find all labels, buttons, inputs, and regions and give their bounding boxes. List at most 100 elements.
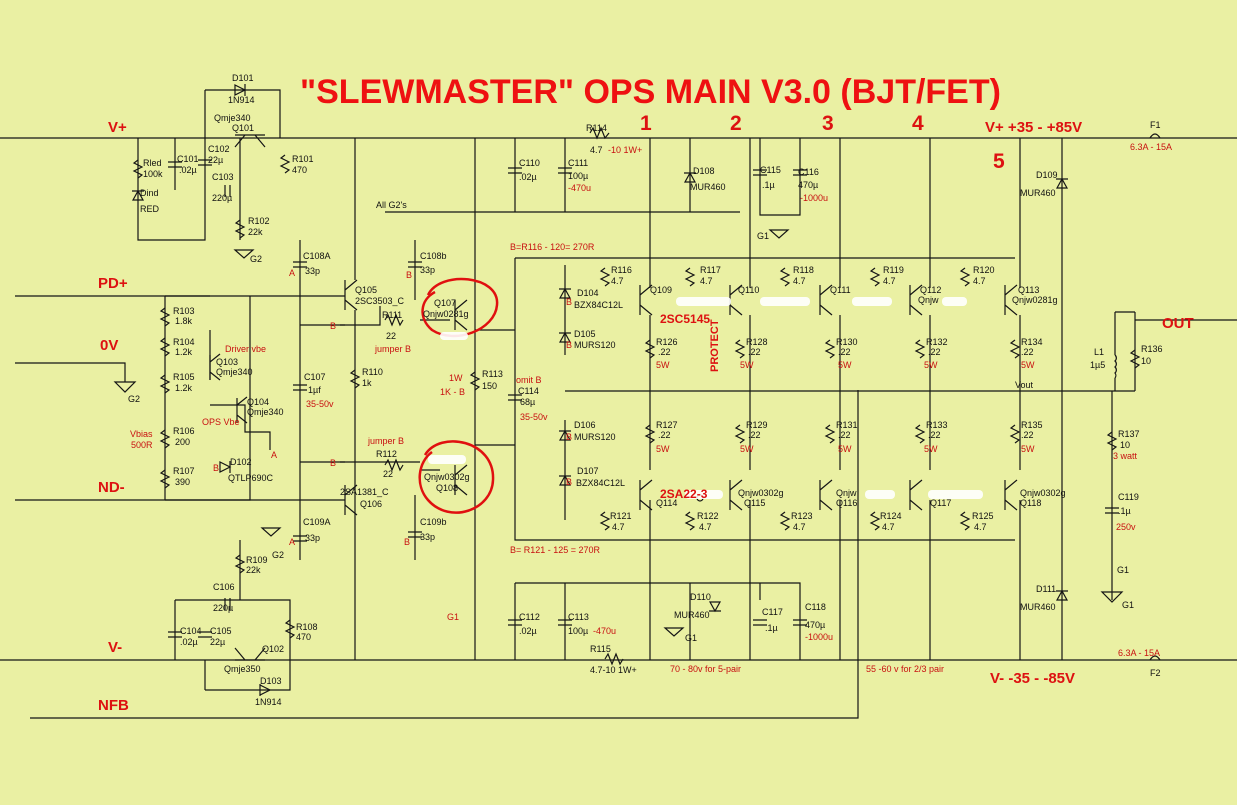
label-r129-watt: 5W (740, 444, 754, 454)
label-r130: R130 (836, 337, 858, 347)
label-c115: C115 (760, 165, 781, 175)
label-r122: R122 (697, 511, 719, 521)
label-vbias: Vbias (130, 429, 153, 439)
label-q101: Q101 (232, 123, 254, 133)
label-vbias-value: 500R (131, 440, 153, 450)
highlight-circle-bottom (418, 440, 495, 514)
label-rled-value: 100k (143, 169, 163, 179)
label-q106: Q106 (360, 499, 382, 509)
label-c111-range: -470u (568, 183, 591, 193)
note-c107-voltage: 35-50v (306, 399, 334, 409)
svg-text:B: B (566, 432, 572, 442)
label-r118-value: 4.7 (793, 276, 806, 286)
label-r121: R121 (610, 511, 632, 521)
label-r124-value: 4.7 (882, 522, 895, 532)
label-r117: R117 (700, 265, 721, 275)
label-r103-value: 1.8k (175, 316, 193, 326)
label-r131-watt: 5W (838, 444, 852, 454)
label-r116: R116 (611, 265, 632, 275)
label-r137-value: 10 (1120, 440, 1130, 450)
label-c111-value: 100µ (568, 171, 588, 181)
label-q118: Q118 (1020, 498, 1041, 508)
label-dind-value: RED (140, 204, 160, 214)
label-r132-value: .22 (928, 347, 941, 357)
label-c116: C116 (798, 167, 819, 177)
label-q109: Q109 (650, 285, 672, 295)
label-r136: R136 (1141, 344, 1163, 354)
label-c113-value: 100µ (568, 626, 588, 636)
rail-vminus-label: V- (108, 639, 122, 656)
note-all-g2: All G2's (376, 200, 407, 210)
svg-text:A: A (289, 268, 295, 278)
svg-text:B: B (566, 340, 572, 350)
label-c119: C119 (1118, 492, 1139, 502)
label-q116: Q116 (836, 498, 857, 508)
label-r113: R113 (482, 369, 503, 379)
label-c116-range: -1000u (800, 193, 828, 203)
label-d109-part: MUR460 (1020, 188, 1056, 198)
label-q108: Q108 (436, 483, 458, 493)
rail-vminus-range: V- -35 - -85V (990, 670, 1075, 687)
label-q113: Q113 (1018, 285, 1039, 295)
label-q116-part: Qnjw (836, 488, 857, 498)
label-d104: D104 (577, 288, 599, 298)
label-c106-value: 220µ (213, 603, 233, 613)
note-2sa22: 2SA22-3 (660, 487, 708, 501)
label-r110: R110 (362, 367, 383, 377)
label-r115: R115 (590, 644, 611, 654)
label-r128: R128 (746, 337, 768, 347)
vout-label: Vout (1015, 380, 1034, 390)
label-r127: R127 (656, 420, 678, 430)
label-r107-value: 390 (175, 477, 190, 487)
label-c116-value: 470µ (798, 180, 818, 190)
label-r108-value: 470 (296, 632, 311, 642)
label-r125-value: 4.7 (974, 522, 987, 532)
label-c113-range: -470u (593, 626, 616, 636)
label-d110: D110 (690, 592, 711, 602)
label-l1-value: 1µ5 (1090, 360, 1105, 370)
label-r104: R104 (173, 337, 195, 347)
svg-text:B: B (213, 463, 219, 473)
label-r111: R111 (382, 310, 402, 320)
label-d105-part: MURS120 (574, 340, 616, 350)
stage-number-5: 5 (993, 150, 1005, 173)
label-r110-value: 1k (362, 378, 372, 388)
note-2sc5145: 2SC5145 (660, 312, 710, 326)
label-c112: C112 (519, 612, 540, 622)
label-q102: Q102 (262, 644, 284, 654)
label-r122-value: 4.7 (699, 522, 712, 532)
label-r104-value: 1.2k (175, 347, 193, 357)
note-driver-vbe: Driver vbe (225, 344, 266, 354)
label-r126: R126 (656, 337, 678, 347)
note-2-3-pair: 55 -60 v for 2/3 pair (866, 664, 944, 674)
label-r105-value: 1.2k (175, 383, 193, 393)
output-stage-labels: R116 4.7 R117 4.7 R118 4.7 R119 4.7 R120… (610, 170, 1163, 612)
label-r136-value: 10 (1141, 356, 1151, 366)
label-d101-value: 1N914 (228, 95, 255, 105)
label-r114: R114 (586, 123, 607, 133)
ground-g1-c: G1 (447, 612, 459, 622)
label-c101-value: .02µ (179, 165, 197, 175)
note-b-top: B=R116 - 120= 270R (510, 242, 595, 252)
label-c109b-value: 33p (420, 532, 435, 542)
jumper-tags: A B B B A A B B B B B B (213, 268, 572, 547)
label-d109: D109 (1036, 170, 1058, 180)
svg-text:B: B (566, 477, 572, 487)
label-d108-part: MUR460 (690, 182, 726, 192)
label-q105-part: 2SC3503_C (355, 296, 405, 306)
label-d103-value: 1N914 (255, 697, 282, 707)
label-r132: R132 (926, 337, 948, 347)
label-c104-value: .02µ (180, 637, 198, 647)
label-q102-part: Qmje350 (224, 664, 261, 674)
label-l1: L1 (1094, 347, 1104, 357)
label-r137: R137 (1118, 429, 1140, 439)
label-q114: Q114 (656, 498, 677, 508)
ground-g2-a: G2 (128, 394, 140, 404)
label-r121-value: 4.7 (612, 522, 625, 532)
input-stage-labels: D101 1N914 Qmje340 Q101 C102 22µ C103 22… (130, 73, 318, 707)
label-d106: D106 (574, 420, 596, 430)
label-q117: Q117 (930, 498, 951, 508)
label-r112: R112 (376, 449, 397, 459)
label-r109: R109 (246, 555, 268, 565)
